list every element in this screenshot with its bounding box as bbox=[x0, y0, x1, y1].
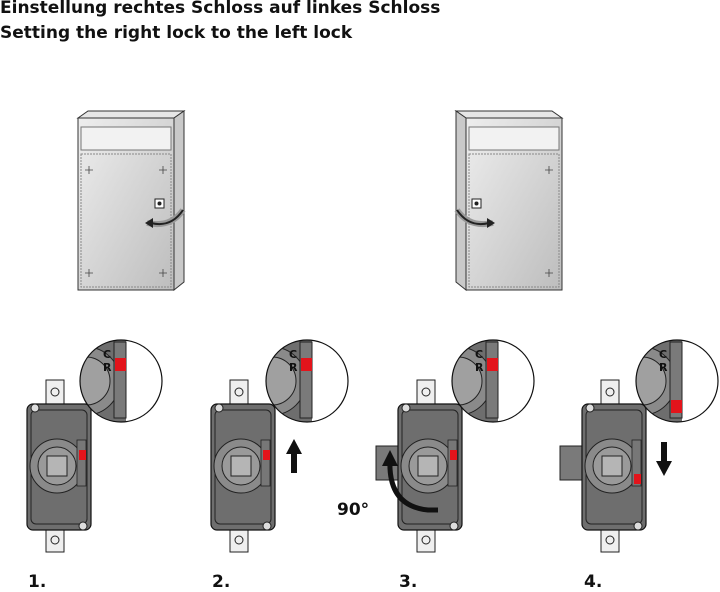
arrow-down-icon bbox=[656, 442, 672, 476]
detail-inset-1: C R bbox=[79, 339, 163, 423]
step-number-1: 1. bbox=[28, 572, 47, 592]
lock-diagram-4 bbox=[559, 379, 672, 553]
inset-marker bbox=[115, 358, 126, 371]
arrow-up-icon bbox=[286, 439, 302, 473]
inset-letter-lower: R bbox=[659, 361, 668, 374]
detail-inset-3: C R bbox=[451, 339, 535, 423]
inset-letter-upper: C bbox=[289, 348, 297, 361]
position-marker bbox=[450, 450, 457, 460]
cabinet-left-lock bbox=[454, 110, 564, 292]
lock-diagram-2 bbox=[210, 379, 302, 553]
position-marker bbox=[634, 474, 641, 484]
position-marker bbox=[263, 450, 270, 460]
inset-letter-lower: R bbox=[475, 361, 484, 374]
inset-letter-upper: C bbox=[103, 348, 111, 361]
detail-inset-4: C R bbox=[635, 339, 719, 423]
position-marker bbox=[79, 450, 86, 460]
cabinet-right-lock bbox=[76, 110, 186, 292]
inset-letter-upper: C bbox=[659, 348, 667, 361]
step-number-2: 2. bbox=[212, 572, 231, 592]
rotation-angle-label: 90° bbox=[337, 500, 370, 520]
title-german: Einstellung rechtes Schloss auf linkes S… bbox=[0, 0, 441, 18]
detail-inset-2: C R bbox=[265, 339, 349, 423]
step-number-3: 3. bbox=[399, 572, 418, 592]
inset-marker bbox=[301, 358, 312, 371]
lock-diagram-3 bbox=[375, 379, 463, 553]
inset-letter-lower: R bbox=[103, 361, 112, 374]
rotate-arrow-icon bbox=[382, 450, 438, 513]
lock-diagram-1 bbox=[26, 379, 92, 553]
title-english: Setting the right lock to the left lock bbox=[0, 23, 353, 43]
inset-marker bbox=[487, 358, 498, 371]
inset-marker bbox=[671, 400, 682, 413]
inset-letter-upper: C bbox=[475, 348, 483, 361]
inset-letter-lower: R bbox=[289, 361, 298, 374]
step-number-4: 4. bbox=[584, 572, 603, 592]
